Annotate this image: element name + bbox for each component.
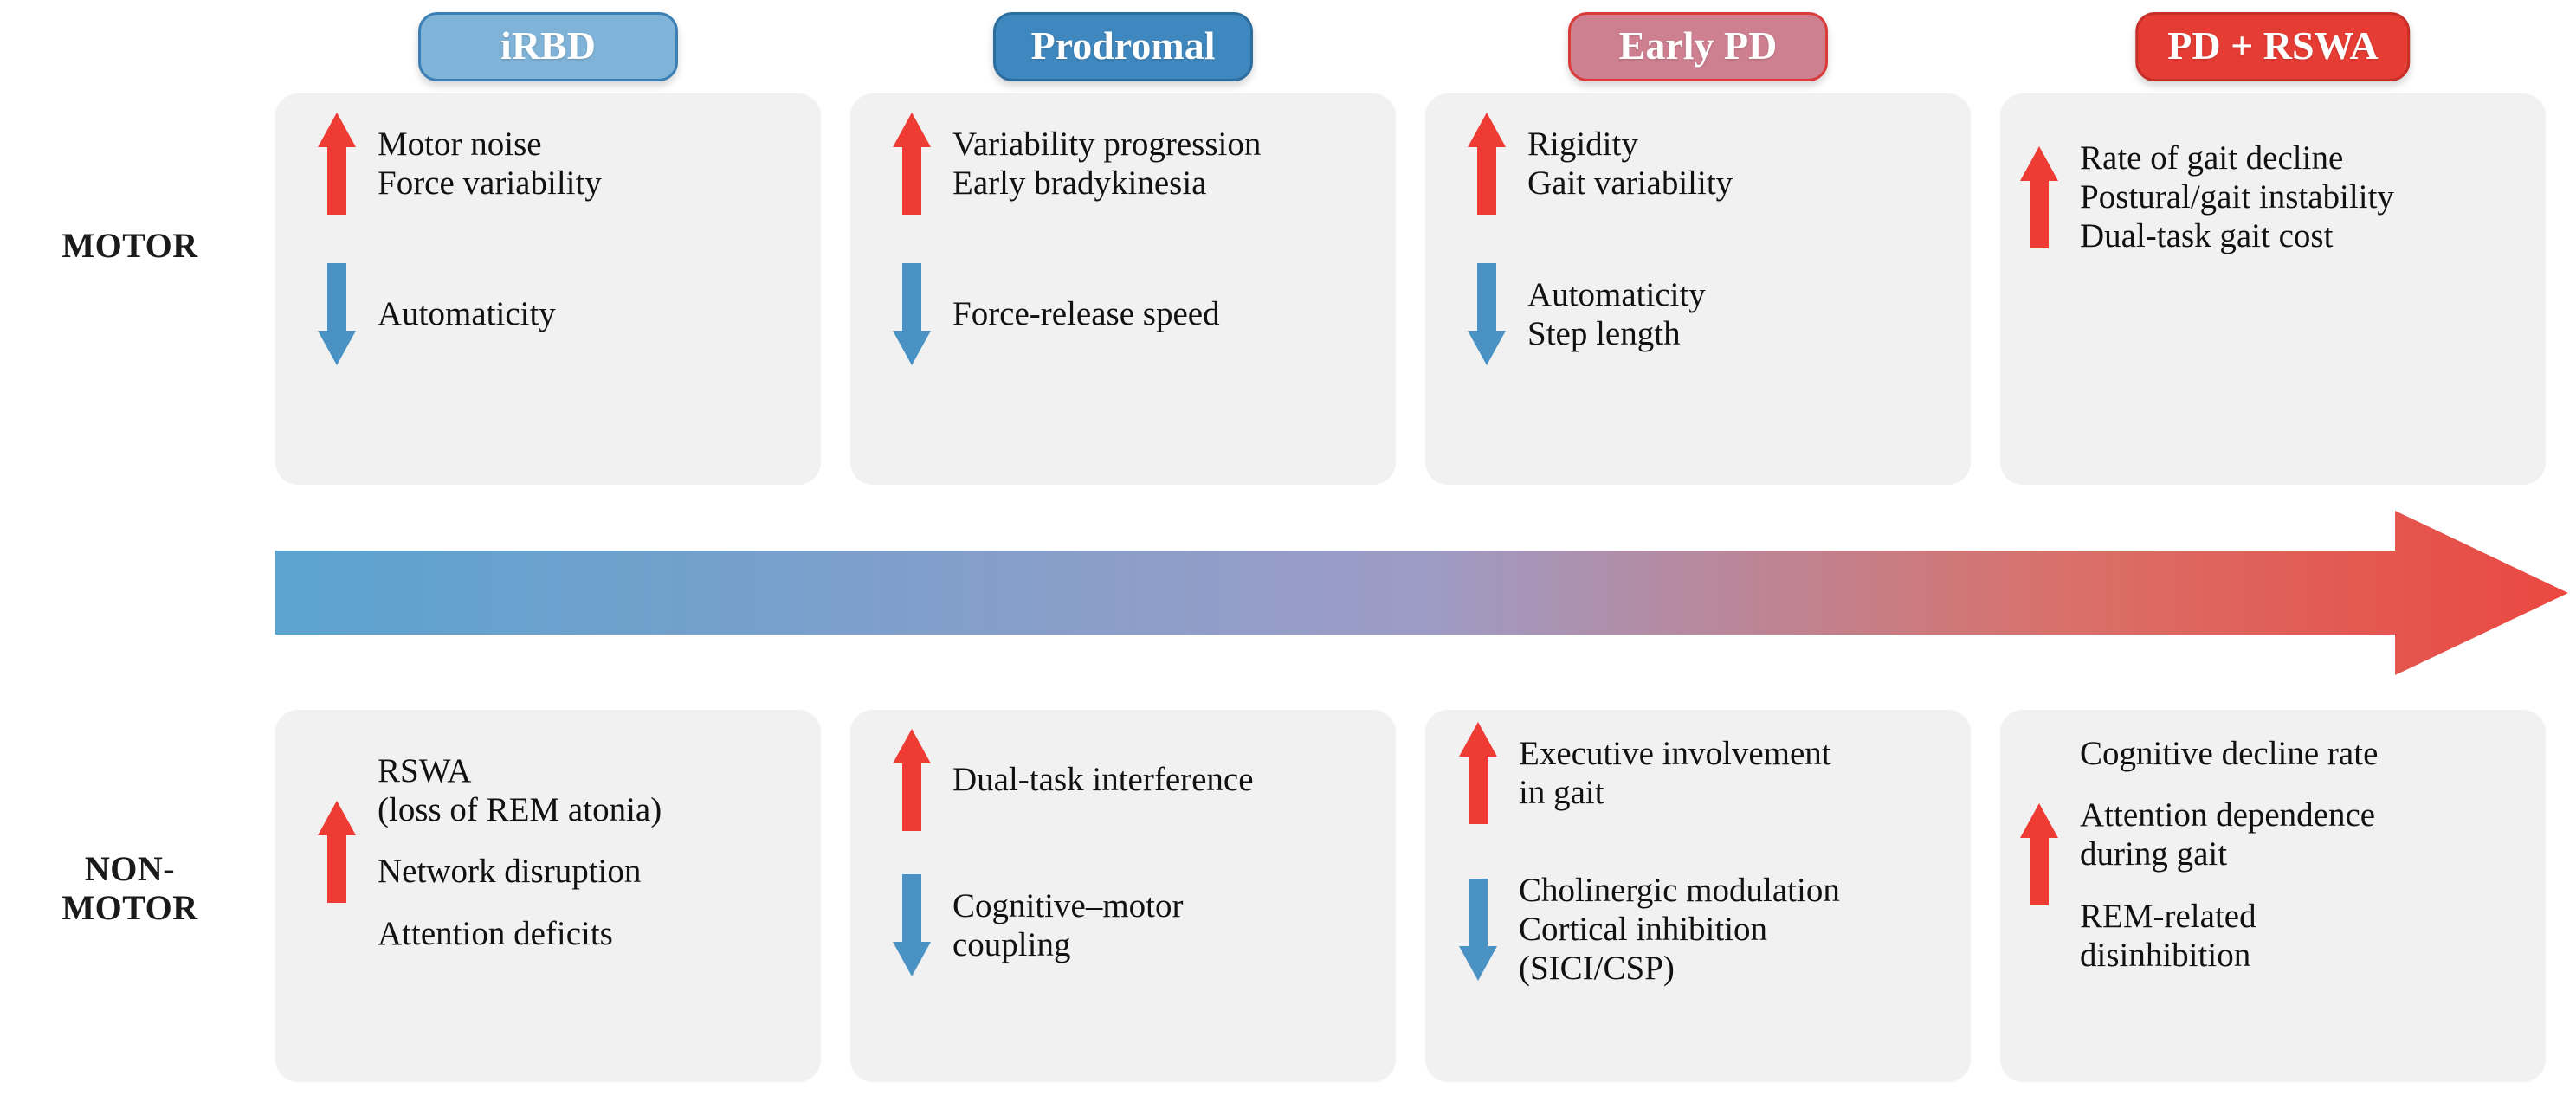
arrow-up-icon [2016, 145, 2063, 248]
stage-column-prodromal-nonmotor: Dual-task interference Cognitive–motor c… [850, 710, 1396, 1082]
metric-list: Automaticity [378, 294, 556, 333]
metric-list: Cognitive decline rate Attention depende… [2080, 734, 2378, 975]
arrow-up-icon [2016, 803, 2063, 906]
stage-column-pd-rswa-motor: PD + RSWA Rate of gait decline Postural/… [2000, 12, 2546, 485]
stage-header-irbd[interactable]: iRBD [418, 12, 678, 82]
arrow-down-icon [888, 263, 935, 365]
metric-item: Automaticity [1527, 275, 1706, 313]
stage-column-irbd-motor: iRBD Motor noise Force variability [275, 12, 821, 485]
metric-item: in gait [1519, 774, 1604, 811]
metric-increase-group: Dual-task interference [888, 729, 1396, 831]
arrow-down-icon [1463, 263, 1510, 365]
stage-card-early-pd-motor: Rigidity Gait variability Automaticity S… [1425, 93, 1971, 485]
arrow-down-icon [313, 263, 360, 365]
stage-card-early-pd-nonmotor: Executive involvement in gait Cholinergi… [1425, 710, 1971, 1082]
metric-item: Gait variability [1527, 164, 1733, 202]
metric-decrease-group: Automaticity [313, 263, 821, 365]
metric-increase-group: RSWA (loss of REM atonia) Network disrup… [313, 751, 821, 953]
metric-item: Dual-task interference [952, 761, 1254, 799]
metric-item: Motor noise [378, 125, 542, 163]
row-label-nonmotor-line1: NON- [84, 849, 176, 888]
metric-decrease-group: Force-release speed [888, 263, 1396, 365]
metric-list: Variability progression Early bradykines… [952, 125, 1261, 203]
arrow-up-icon [1455, 722, 1501, 824]
stage-column-early-pd-nonmotor: Executive involvement in gait Cholinergi… [1425, 710, 1971, 1082]
metric-item: during gait [2080, 835, 2228, 873]
metric-increase-group: Rigidity Gait variability [1463, 113, 1971, 215]
metric-list: Force-release speed [952, 294, 1220, 333]
metric-item: Rigidity [1527, 125, 1638, 163]
metric-item: Postural/gait instability [2080, 178, 2394, 216]
metric-item: (SICI/CSP) [1519, 950, 1675, 988]
metric-item: Network disruption [378, 853, 642, 891]
metric-list: Cognitive–motor coupling [952, 886, 1184, 964]
metric-increase-group: Rate of gait decline Postural/gait insta… [2016, 138, 2546, 256]
arrow-up-icon [1463, 113, 1510, 215]
stage-header-early-pd[interactable]: Early PD [1568, 12, 1828, 82]
metric-item: Attention deficits [378, 914, 613, 952]
arrow-up-icon [313, 801, 360, 904]
metric-item: Dual-task gait cost [2080, 217, 2334, 255]
disease-progression-arrow [275, 500, 2570, 686]
metric-increase-group: Motor noise Force variability [313, 113, 821, 215]
row-label-nonmotor-line2: MOTOR [61, 887, 198, 927]
arrow-up-icon [888, 113, 935, 215]
metric-increase-group: Cognitive decline rate Attention depende… [2016, 734, 2546, 975]
metric-item: Cognitive–motor [952, 886, 1184, 924]
row-label-nonmotor: NON- MOTOR [0, 849, 260, 928]
stage-card-pd-rswa-motor: Rate of gait decline Postural/gait insta… [2000, 93, 2546, 485]
stage-column-pd-rswa-nonmotor: Cognitive decline rate Attention depende… [2000, 710, 2546, 1082]
stage-card-prodromal-nonmotor: Dual-task interference Cognitive–motor c… [850, 710, 1396, 1082]
arrow-up-icon [888, 729, 935, 831]
metric-item: RSWA [378, 752, 472, 789]
metric-item: REM-related [2080, 897, 2256, 935]
metric-list: Dual-task interference [952, 760, 1254, 799]
metric-item: Force variability [378, 164, 602, 202]
metric-list: Cholinergic modulation Cortical inhibiti… [1519, 871, 1840, 989]
metric-item: Attention dependence [2080, 796, 2376, 834]
metric-item: disinhibition [2080, 936, 2251, 974]
arrow-down-icon [1455, 878, 1501, 981]
metric-decrease-group: Automaticity Step length [1463, 263, 1971, 365]
metric-list: Rate of gait decline Postural/gait insta… [2080, 138, 2394, 256]
metric-item: coupling [952, 926, 1071, 963]
stage-header-pd-rswa[interactable]: PD + RSWA [2135, 12, 2411, 82]
stage-column-early-pd-motor: Early PD Rigidity Gait variability [1425, 12, 1971, 485]
metric-item: Cholinergic modulation [1519, 872, 1840, 909]
metric-item: Variability progression [952, 125, 1262, 163]
metric-list: Rigidity Gait variability [1527, 125, 1733, 203]
stage-card-irbd-motor: Motor noise Force variability Automatici… [275, 93, 821, 485]
arrow-up-icon [313, 113, 360, 215]
stage-header-prodromal[interactable]: Prodromal [993, 12, 1253, 82]
metric-decrease-group: Cognitive–motor coupling [888, 874, 1396, 976]
stage-card-pd-rswa-nonmotor: Cognitive decline rate Attention depende… [2000, 710, 2546, 1082]
metric-increase-group: Variability progression Early bradykines… [888, 113, 1396, 215]
metric-decrease-group: Cholinergic modulation Cortical inhibiti… [1455, 871, 1971, 989]
stage-card-prodromal-motor: Variability progression Early bradykines… [850, 93, 1396, 485]
metric-item: Cortical inhibition [1519, 911, 1768, 949]
metric-item: Cognitive decline rate [2080, 735, 2379, 772]
metric-item: Automaticity [378, 295, 556, 333]
stage-column-prodromal-motor: Prodromal Variability progression Early … [850, 12, 1396, 485]
metric-list: Motor noise Force variability [378, 125, 602, 203]
metric-item: Step length [1527, 315, 1681, 352]
metric-item: Executive involvement [1519, 734, 1831, 772]
stage-column-irbd-nonmotor: RSWA (loss of REM atonia) Network disrup… [275, 710, 821, 1082]
stage-card-irbd-nonmotor: RSWA (loss of REM atonia) Network disrup… [275, 710, 821, 1082]
metric-increase-group: Executive involvement in gait [1455, 722, 1971, 824]
metric-item: Rate of gait decline [2080, 139, 2344, 177]
metric-list: RSWA (loss of REM atonia) Network disrup… [378, 751, 662, 953]
metric-list: Automaticity Step length [1527, 275, 1706, 353]
metric-item: Early bradykinesia [952, 164, 1207, 202]
metric-item: (loss of REM atonia) [378, 791, 662, 829]
metric-list: Executive involvement in gait [1519, 734, 1831, 812]
arrow-down-icon [888, 874, 935, 976]
metric-item: Force-release speed [952, 295, 1220, 333]
row-label-motor: MOTOR [61, 226, 198, 265]
